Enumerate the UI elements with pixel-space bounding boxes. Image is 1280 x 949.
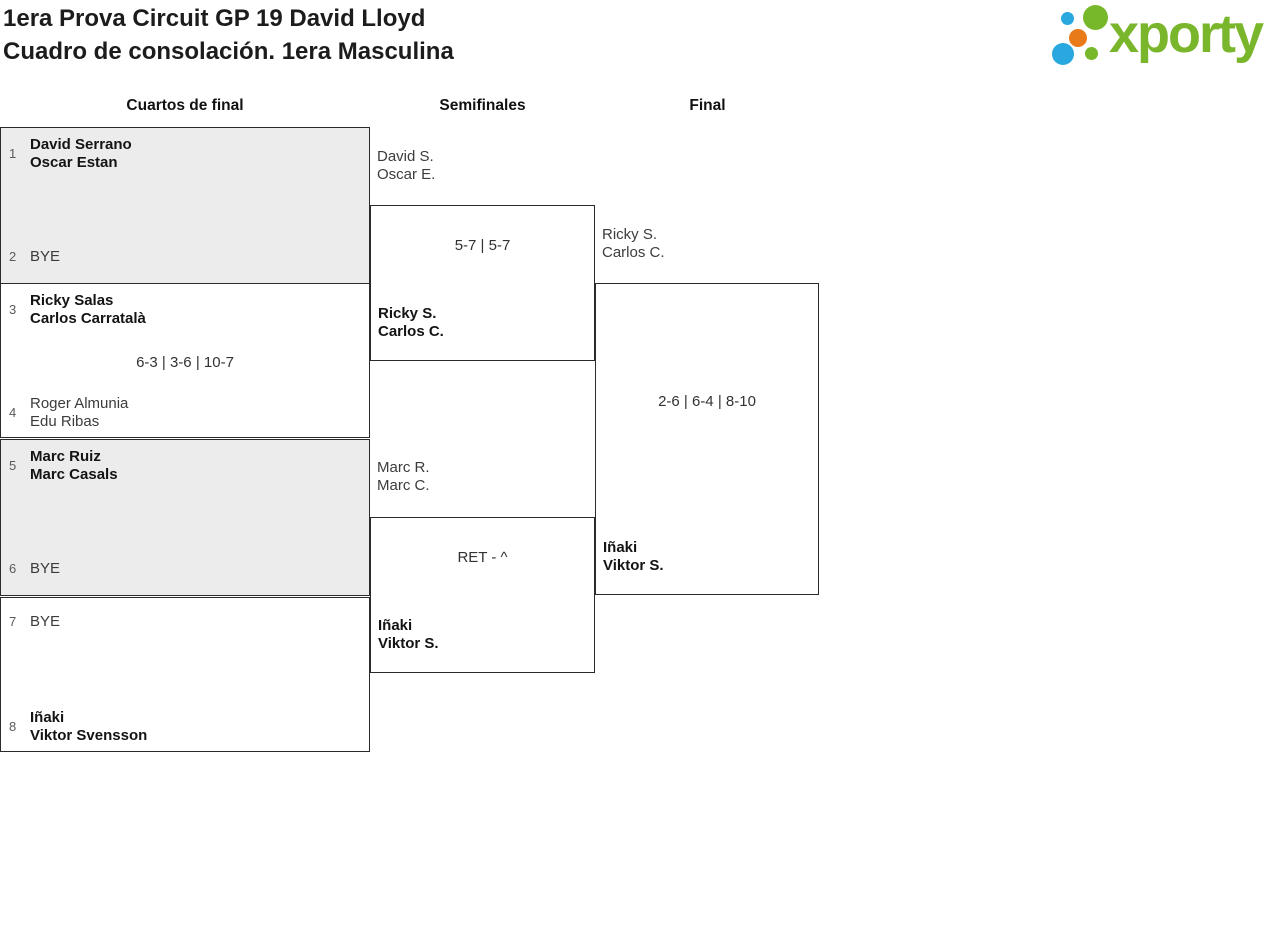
logo-dot-green-large-icon	[1083, 5, 1108, 30]
team-name: Roger Almunia Edu Ribas	[30, 395, 129, 430]
match-score: 2-6 | 6-4 | 8-10	[658, 393, 756, 410]
seed-number: 7	[9, 614, 17, 630]
final-winner-label: Iñaki Viktor S.	[603, 539, 664, 574]
seed-number: 6	[9, 560, 17, 576]
team-name: Iñaki Viktor Svensson	[30, 709, 148, 744]
bracket-subtitle: Cuadro de consolación. 1era Masculina	[3, 38, 454, 65]
team-name: BYE	[30, 559, 61, 577]
logo-wordmark: xporty	[1109, 4, 1264, 64]
team-name: Ricky Salas Carlos Carratalà	[30, 292, 146, 327]
round-header-semifinales: Semifinales	[439, 97, 526, 114]
logo-dot-orange-icon	[1069, 29, 1087, 47]
seed-number: 1	[9, 146, 17, 161]
sf-match-1: 5-7 | 5-7 Ricky S. Carlos C.	[370, 205, 595, 361]
team-name: BYE	[30, 613, 61, 630]
final-team-top-label: Ricky S. Carlos C.	[602, 226, 665, 261]
qf-match-2: 3 Ricky Salas Carlos Carratalà 6-3 | 3-6…	[0, 283, 370, 438]
seed-number: 5	[9, 458, 17, 473]
logo-dot-blue-small-icon	[1061, 12, 1074, 25]
sf2-winner-label: Iñaki Viktor S.	[378, 617, 439, 652]
team-name: Marc Ruiz Marc Casals	[30, 448, 118, 483]
qf-match-1: 1 David Serrano Oscar Estan 2 BYE	[0, 127, 370, 284]
seed-number: 2	[9, 248, 17, 264]
final-match: 2-6 | 6-4 | 8-10 Iñaki Viktor S.	[595, 283, 819, 595]
sf2-team-top-label: Marc R. Marc C.	[377, 459, 430, 494]
qf-match-4: 7 BYE 8 Iñaki Viktor Svensson	[0, 597, 370, 752]
round-header-final: Final	[689, 97, 726, 114]
xporty-logo[interactable]: xporty	[1048, 0, 1280, 72]
sf1-team-top-label: David S. Oscar E.	[377, 148, 436, 183]
match-score: RET - ^	[457, 549, 508, 566]
qf-match-3: 5 Marc Ruiz Marc Casals 6 BYE	[0, 439, 370, 596]
team-name: David Serrano Oscar Estan	[30, 136, 132, 171]
match-score: 5-7 | 5-7	[454, 237, 511, 254]
logo-dot-blue-large-icon	[1052, 43, 1074, 65]
seed-number: 8	[9, 719, 17, 734]
sf-match-2: RET - ^ Iñaki Viktor S.	[370, 517, 595, 673]
round-header-cuartos: Cuartos de final	[126, 97, 244, 114]
sf1-winner-label: Ricky S. Carlos C.	[378, 305, 444, 340]
tournament-title: 1era Prova Circuit GP 19 David Lloyd	[3, 5, 426, 32]
seed-number: 4	[9, 405, 17, 420]
seed-number: 3	[9, 302, 17, 317]
match-score: 6-3 | 3-6 | 10-7	[136, 354, 234, 371]
logo-dot-green-small-icon	[1085, 47, 1098, 60]
team-name: BYE	[30, 247, 61, 265]
